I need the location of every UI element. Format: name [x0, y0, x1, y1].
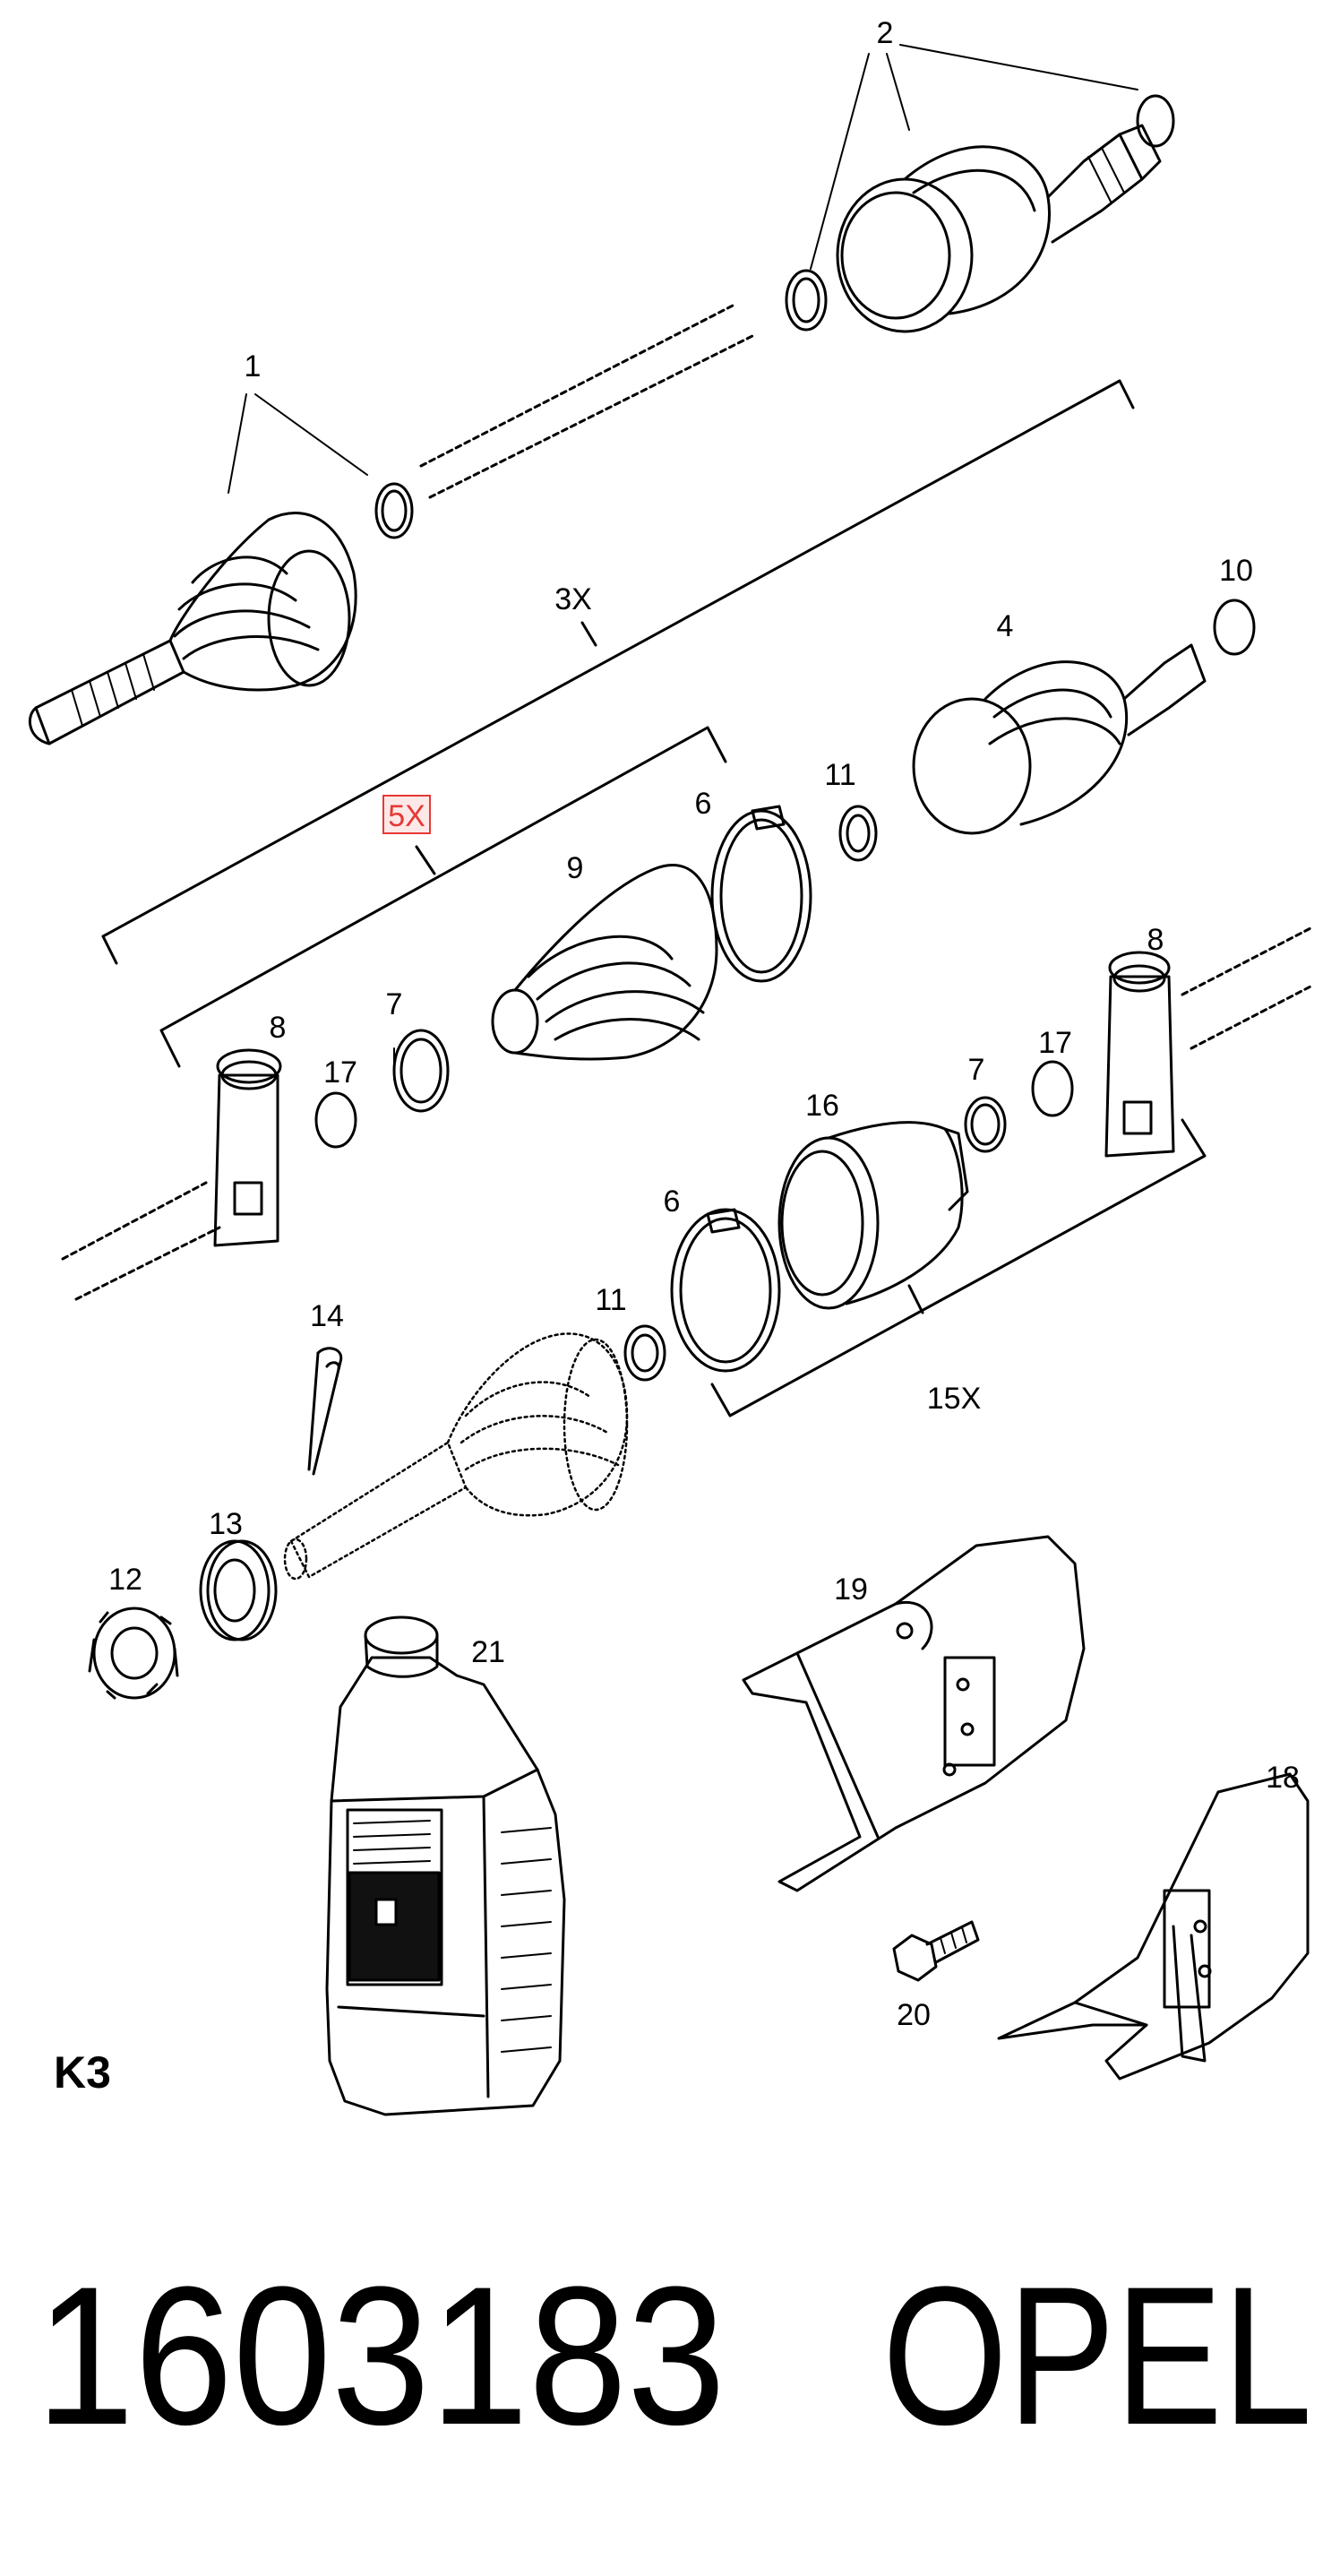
heat-shield-18: [997, 1772, 1310, 2081]
callout-2: 2: [877, 16, 894, 50]
bolt-20: [892, 1920, 980, 1982]
washer-13: [199, 1539, 278, 1641]
callout-19: 19: [834, 1572, 868, 1607]
callout-9: 9: [567, 851, 584, 885]
grease-tube-8-right: [1104, 951, 1175, 1158]
clamp-6-top: [710, 805, 812, 983]
snap-ring-10: [1213, 599, 1256, 656]
callout-5x: 5X: [388, 799, 425, 833]
boot-9: [491, 864, 718, 1061]
drive-shaft-upper: [419, 303, 754, 499]
oil-bottle-21: [325, 1615, 566, 2116]
kit-bracket-5x: [159, 726, 727, 1068]
callout-4: 4: [997, 609, 1014, 643]
callout-17-right: 17: [1038, 1026, 1072, 1060]
snap-ring-2b: [1136, 94, 1175, 148]
callout-8-left: 8: [270, 1011, 287, 1045]
brand-name: OPEL: [882, 2245, 1312, 2466]
callout-12: 12: [108, 1563, 142, 1597]
callout-7-right: 7: [968, 1053, 985, 1087]
callout-8-right: 8: [1147, 923, 1164, 957]
kit-bracket-3x: [101, 379, 1135, 965]
drive-shaft-middle: [61, 926, 1314, 1301]
callout-6-top: 6: [695, 787, 712, 821]
part-number: 1603183: [36, 2245, 726, 2466]
clamp-7-right: [964, 1096, 1007, 1153]
castle-nut-12: [88, 1607, 179, 1700]
heat-shield-19: [742, 1535, 1086, 1892]
circlip-11-top: [838, 805, 878, 862]
circlip-11-bottom: [623, 1324, 666, 1382]
callout-18: 18: [1266, 1761, 1300, 1795]
snap-ring-17-left: [314, 1091, 357, 1149]
snap-ring-2a: [785, 269, 828, 332]
cv-joint-outer-left: [28, 512, 357, 745]
callout-20: 20: [897, 1998, 931, 2032]
callout-13: 13: [209, 1507, 243, 1541]
grease-tube-8-left: [213, 1048, 282, 1247]
callout-7-left: 7: [386, 987, 403, 1021]
cv-joint-inner-top: [836, 124, 1162, 333]
clamp-7-left: [392, 1029, 450, 1113]
callout-17-left: 17: [323, 1055, 357, 1090]
callout-10: 10: [1219, 554, 1253, 588]
cv-joint-dotted-assembly: [283, 1332, 629, 1581]
callout-21: 21: [471, 1635, 505, 1669]
cotter-pin-14: [307, 1347, 343, 1476]
clamp-6-bottom: [670, 1208, 781, 1373]
callout-14: 14: [310, 1299, 344, 1333]
callout-16: 16: [805, 1089, 839, 1123]
cv-joint-right: [912, 643, 1207, 835]
callout-15x: 15X: [927, 1382, 982, 1416]
boot-16: [777, 1121, 969, 1310]
callout-6-bottom: 6: [664, 1185, 681, 1219]
callout-5x-highlight: 5X: [382, 795, 431, 834]
snap-ring-17-right: [1031, 1060, 1074, 1117]
kit-bracket-15x: [710, 1118, 1207, 1417]
snap-ring-1: [374, 482, 414, 539]
callout-3x: 3X: [554, 582, 592, 616]
callout-1: 1: [245, 349, 262, 383]
callout-11-bottom: 11: [595, 1283, 626, 1317]
section-code: K3: [54, 2047, 111, 2098]
callout-11-top: 11: [824, 758, 855, 792]
